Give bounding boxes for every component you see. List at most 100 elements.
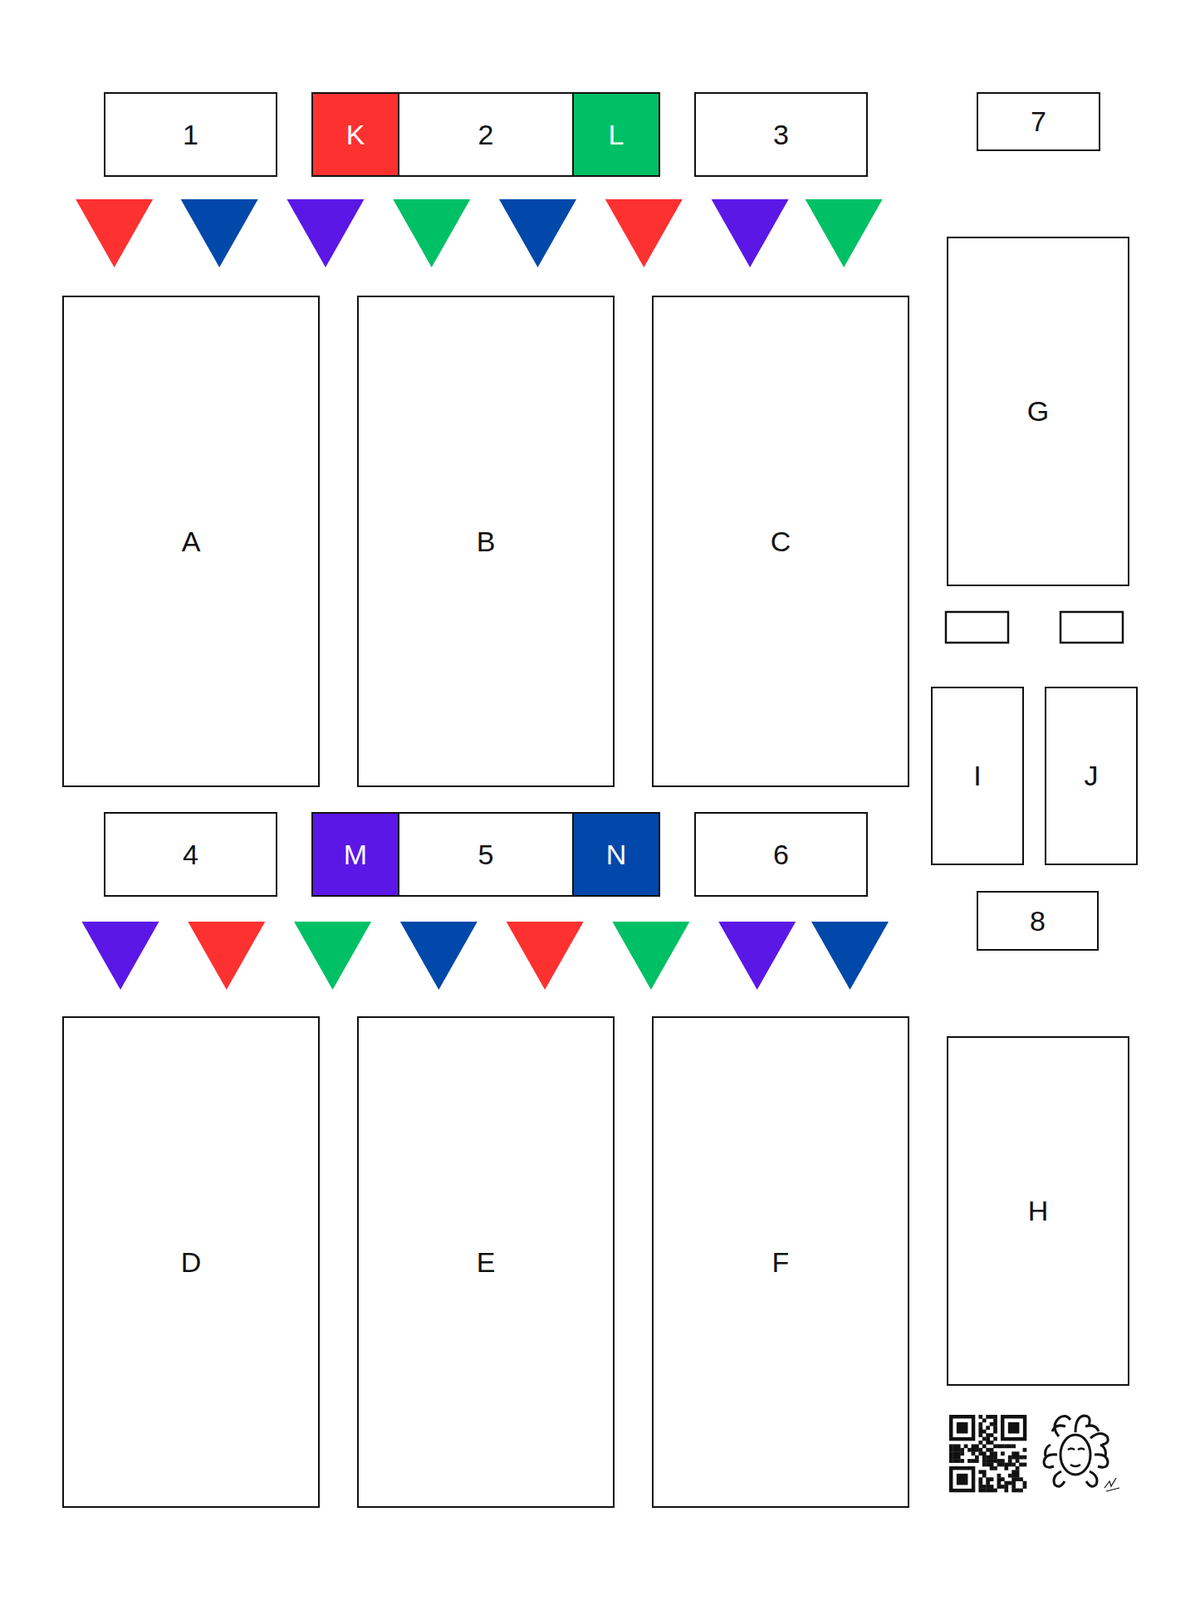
qr-module <box>956 1444 961 1449</box>
qr-module <box>1015 1488 1020 1494</box>
qr-module <box>993 1415 998 1420</box>
qr-module <box>1000 1484 1005 1489</box>
qr-module <box>989 1466 995 1471</box>
qr-module <box>1011 1488 1016 1494</box>
pennant-triangle <box>711 199 789 268</box>
qr-module <box>982 1451 987 1456</box>
qr-module <box>989 1451 995 1456</box>
qr-module <box>1000 1444 1005 1449</box>
layout-box: B <box>357 295 615 788</box>
qr-module <box>1000 1463 1005 1468</box>
qr-module <box>1023 1463 1028 1468</box>
qr-module <box>956 1474 969 1486</box>
qr-module <box>989 1484 995 1489</box>
qr-module <box>956 1422 969 1435</box>
qr-module <box>989 1459 995 1464</box>
qr-module <box>952 1451 957 1456</box>
qr-module <box>997 1474 1002 1479</box>
color-tab: N <box>572 812 661 897</box>
qr-module <box>1018 1455 1024 1460</box>
qr-module <box>985 1455 990 1460</box>
qr-module <box>1011 1474 1016 1479</box>
box-label: G <box>1027 395 1049 428</box>
qr-module <box>993 1488 998 1494</box>
qr-module <box>982 1488 987 1494</box>
color-tab: M <box>311 812 400 897</box>
qr-module <box>993 1466 998 1471</box>
qr-module <box>993 1451 998 1456</box>
qr-module <box>1000 1415 1027 1441</box>
box-label: 2 <box>478 118 495 152</box>
qr-module <box>997 1484 1002 1489</box>
qr-module <box>978 1484 983 1489</box>
qr-module <box>989 1463 995 1468</box>
qr-module <box>978 1451 983 1456</box>
pennant-triangle <box>187 921 265 990</box>
box-label: A <box>181 525 201 559</box>
qr-module <box>1011 1451 1016 1456</box>
layout-box: 3 <box>694 92 868 177</box>
qr-module <box>1004 1444 1009 1449</box>
qr-module <box>960 1451 965 1456</box>
layout-box: 2 <box>397 92 574 177</box>
qr-module <box>985 1425 990 1431</box>
pennant-triangle <box>612 921 690 990</box>
qr-module <box>960 1459 965 1464</box>
qr-module <box>1008 1422 1020 1435</box>
pennant-triangle <box>499 199 577 268</box>
qr-module <box>1004 1466 1009 1471</box>
qr-module <box>960 1448 965 1453</box>
qr-module <box>978 1481 983 1486</box>
qr-module <box>1011 1484 1016 1489</box>
qr-module <box>989 1422 995 1427</box>
qr-module <box>1015 1466 1020 1471</box>
pennant-triangle <box>392 199 471 268</box>
box-label: E <box>476 1246 496 1279</box>
qr-module <box>1023 1481 1028 1486</box>
box-label: L <box>608 118 625 152</box>
color-tab: L <box>572 92 661 177</box>
qr-module <box>978 1448 983 1453</box>
qr-module <box>971 1459 976 1464</box>
qr-module <box>1011 1444 1016 1449</box>
pennant-triangle <box>811 921 889 990</box>
qr-module <box>949 1451 954 1456</box>
box-label: 5 <box>478 838 495 872</box>
box-label: 6 <box>773 838 789 872</box>
qr-module <box>949 1459 954 1464</box>
layout-box: 1 <box>103 92 278 177</box>
qr-module <box>982 1469 987 1475</box>
layout-box: A <box>62 295 320 788</box>
layout-box: E <box>357 1016 615 1509</box>
box-label: J <box>1084 759 1099 793</box>
qr-module <box>1000 1451 1005 1456</box>
qr-module <box>1018 1463 1024 1468</box>
color-tab: K <box>311 92 400 177</box>
layout-box: G <box>946 236 1130 587</box>
qr-module <box>989 1488 995 1494</box>
qr-module <box>1011 1463 1016 1468</box>
qr-module <box>989 1477 995 1482</box>
layout-box: F <box>651 1016 910 1509</box>
qr-module <box>971 1451 976 1456</box>
qr-module <box>993 1418 998 1423</box>
qr-module <box>1008 1474 1013 1479</box>
layout-box: 6 <box>694 812 868 897</box>
qr-module <box>1008 1459 1013 1464</box>
qr-module <box>982 1484 987 1489</box>
qr-module <box>1015 1459 1020 1464</box>
box-label: 4 <box>182 838 199 872</box>
qr-module <box>985 1459 990 1464</box>
pennant-triangle <box>400 921 478 990</box>
box-label: M <box>343 838 368 872</box>
layout-box: C <box>651 295 910 788</box>
qr-module <box>974 1455 980 1460</box>
medusa-logo <box>1043 1415 1120 1492</box>
qr-module <box>952 1418 971 1437</box>
qr-module <box>1011 1469 1016 1475</box>
qr-module <box>993 1455 998 1460</box>
qr-module <box>978 1477 983 1482</box>
layout-box: J <box>1044 686 1138 866</box>
layout-box: 5 <box>397 812 574 897</box>
qr-module <box>952 1459 957 1464</box>
